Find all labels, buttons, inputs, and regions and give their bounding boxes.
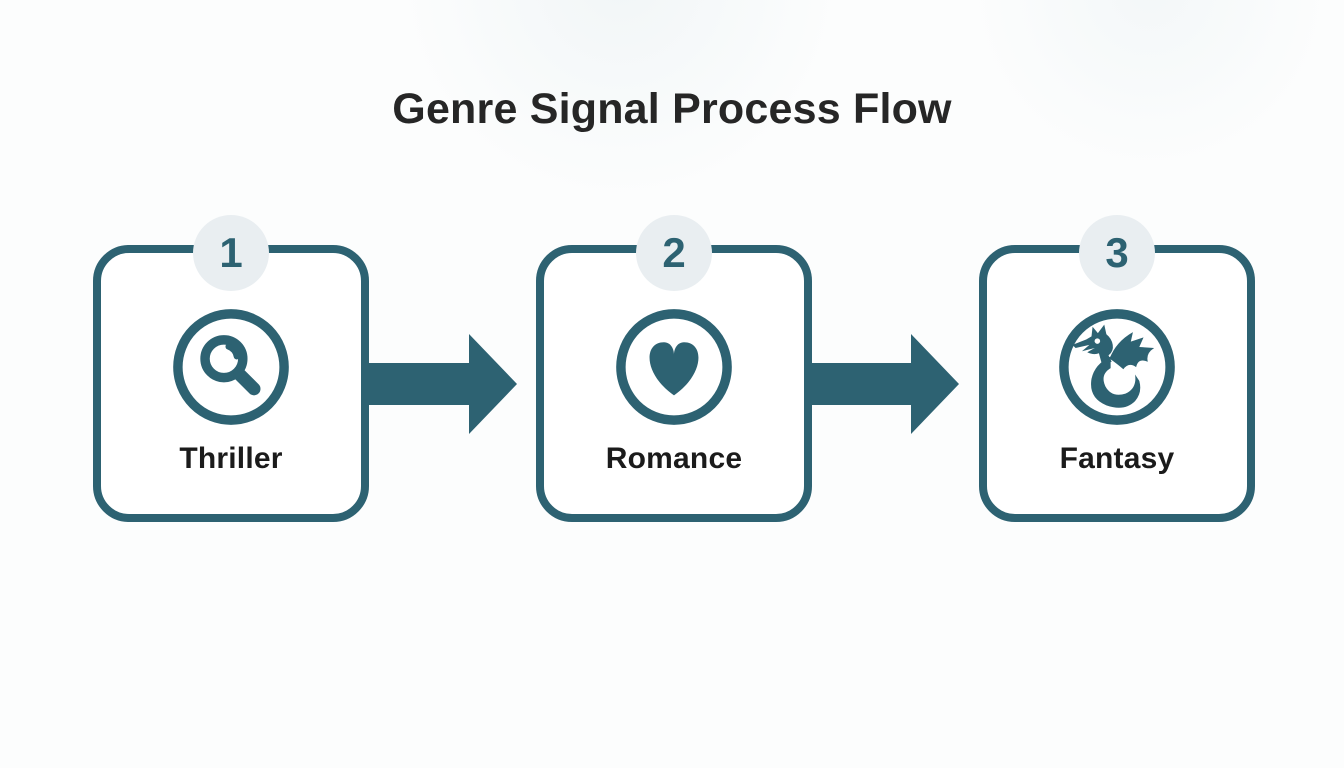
step-number: 1 — [219, 229, 243, 276]
step-card-romance: 2 Romance — [536, 215, 812, 522]
step-number: 2 — [662, 229, 686, 276]
step-label: Fantasy — [1059, 442, 1175, 475]
step-label: Romance — [605, 442, 743, 475]
step-number-badge: 3 — [1079, 215, 1155, 291]
magnifier-icon — [172, 308, 290, 426]
diagram-title: Genre Signal Process Flow — [392, 85, 952, 133]
arrow-right-icon — [369, 334, 517, 434]
arrow-right-icon — [811, 334, 959, 434]
heart-icon — [615, 308, 733, 426]
dragon-icon — [1058, 308, 1176, 426]
step-number-badge: 2 — [636, 215, 712, 291]
step-label: Thriller — [179, 442, 283, 475]
step-number-badge: 1 — [193, 215, 269, 291]
step-card-fantasy: 3 Fantasy — [979, 215, 1255, 522]
step-number: 3 — [1105, 229, 1129, 276]
step-card-thriller: 1 Thriller — [93, 215, 369, 522]
